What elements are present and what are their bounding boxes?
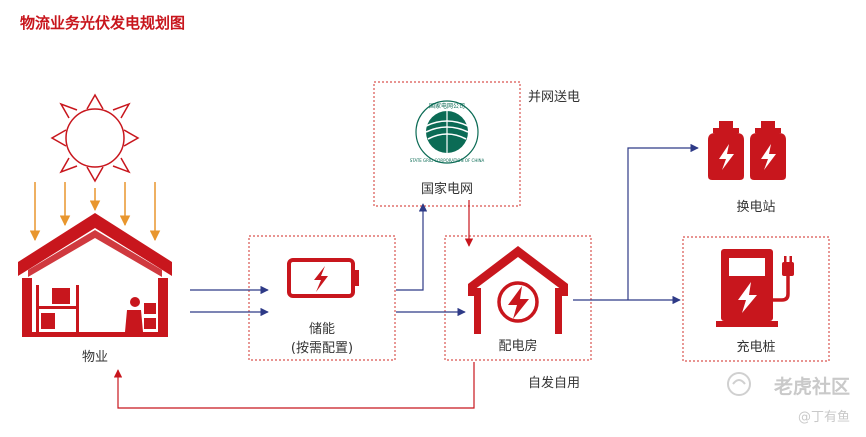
sun-icon: [50, 93, 140, 183]
arrow-storage-to-grid: [396, 203, 428, 291]
state-grid-box: [373, 81, 521, 207]
watermark-author: @丁有鱼: [797, 410, 850, 425]
arrow-self-use-return: [113, 362, 475, 409]
label-storage: 储能: [308, 322, 335, 337]
label-storage-note: (按需配置): [290, 341, 354, 356]
charging-pile-icon: [716, 249, 794, 327]
flow-connectors: [113, 143, 699, 409]
storage-box: [248, 235, 396, 361]
arrow-to-battery-swap: [627, 143, 699, 300]
label-self-use: 自发自用: [528, 376, 581, 391]
label-grid-send: 并网送电: [528, 90, 581, 105]
sunlight-arrows: [29, 182, 161, 242]
distribution-room-box: [444, 235, 592, 361]
page-title: 物流业务光伏发电规划图: [20, 14, 186, 32]
label-distribution-room: 配电房: [498, 339, 538, 354]
watermark-logo-icon: [727, 372, 751, 396]
label-wuye: 物业: [81, 350, 108, 365]
battery-swap-icon: [708, 121, 786, 180]
charging-pile-box: [682, 236, 830, 362]
label-charging-pile: 充电桩: [736, 340, 776, 355]
logo-english-text: STATE GRID CORPORATION OF CHINA: [410, 158, 485, 163]
label-state-grid: 国家电网: [420, 182, 473, 197]
logo-chinese-text: 国家电网公司: [429, 102, 465, 110]
label-battery-swap: 换电站: [736, 200, 776, 215]
watermark-site: 老虎社区: [773, 376, 850, 398]
state-grid-logo-icon: 国家电网公司 STATE GRID CORPORATION OF CHINA: [410, 100, 485, 164]
power-house-icon: [468, 246, 568, 334]
warehouse-icon: [18, 213, 172, 337]
battery-icon: [287, 258, 359, 298]
